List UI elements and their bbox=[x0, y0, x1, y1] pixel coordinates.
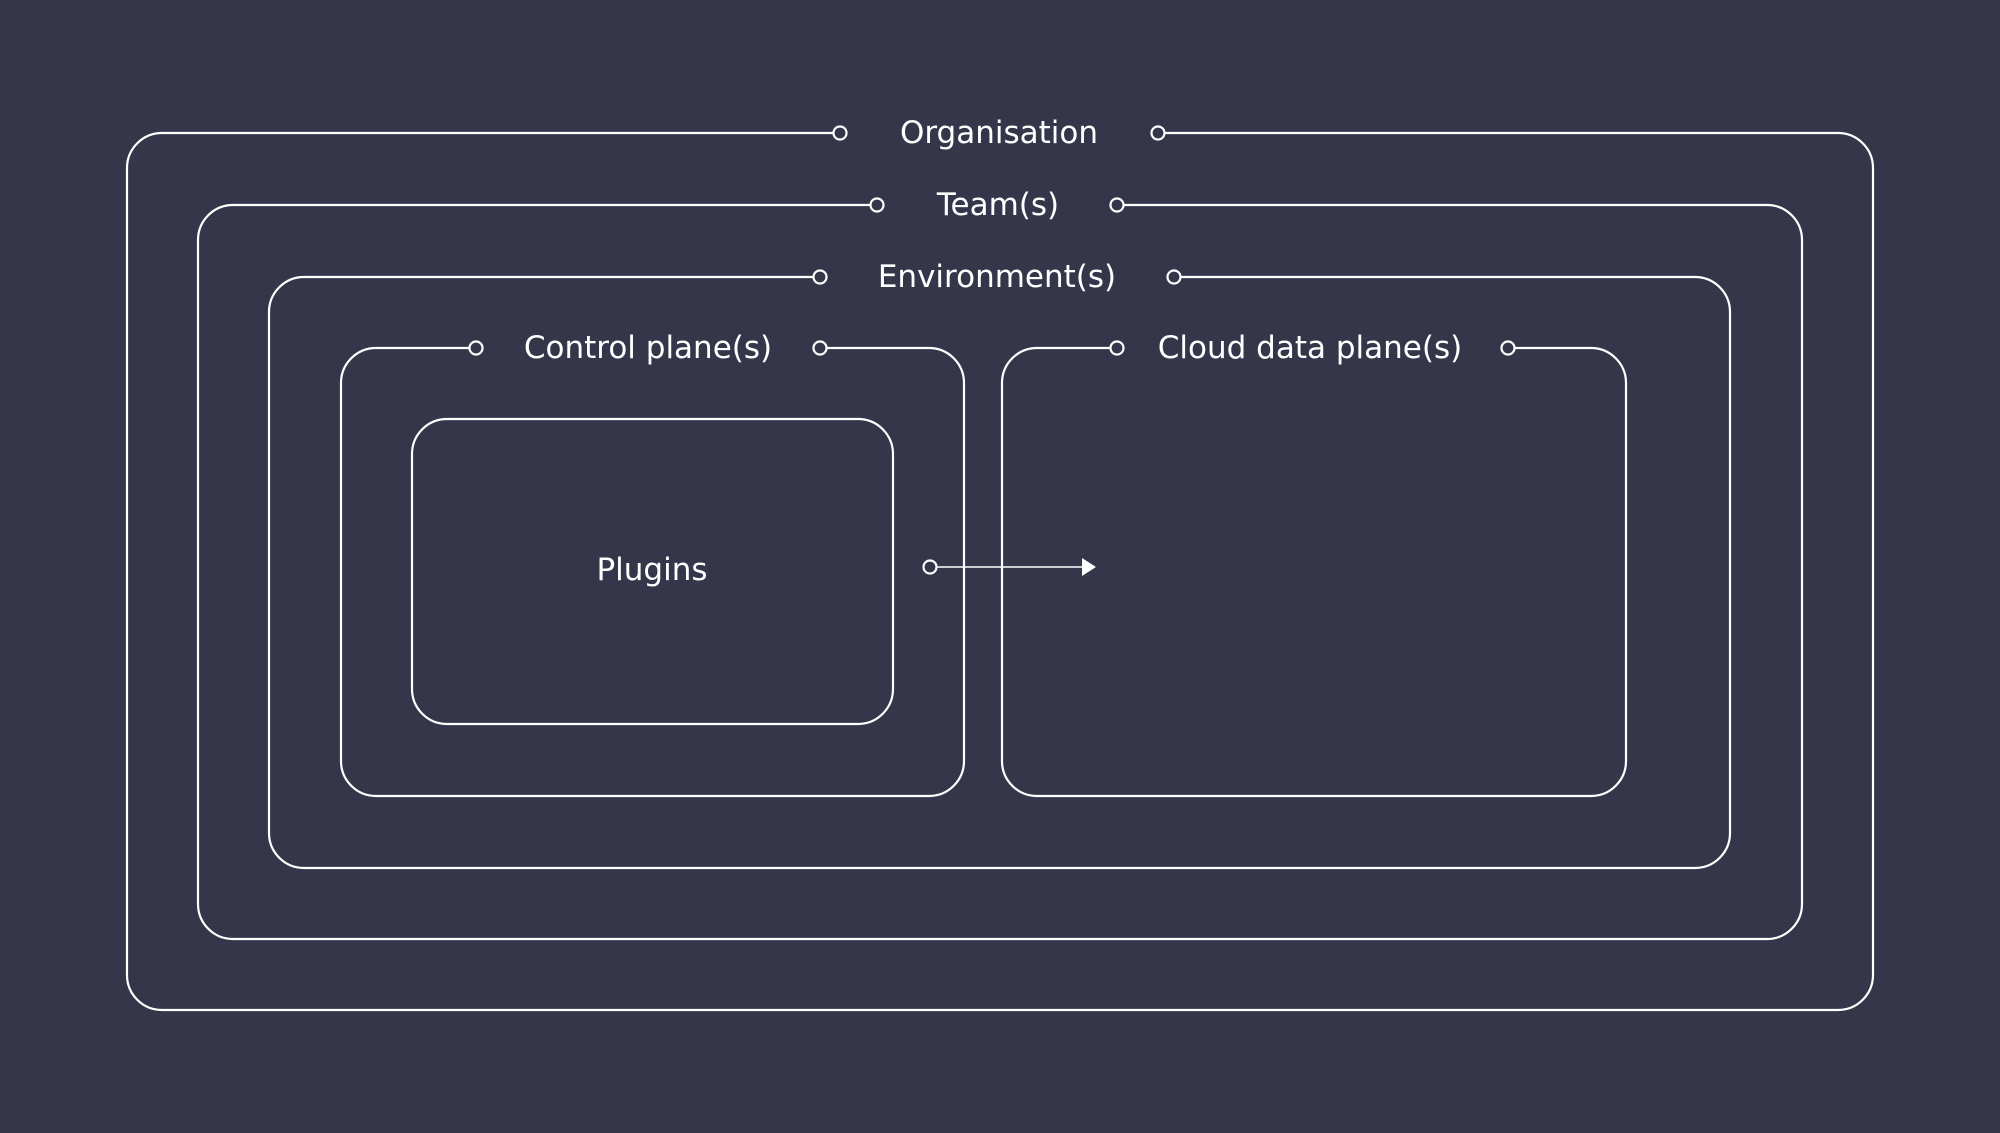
environments-right-node bbox=[1166, 269, 1182, 285]
cloud-data-planes-label: Cloud data plane(s) bbox=[1158, 330, 1462, 366]
edge-source-node bbox=[922, 559, 938, 575]
control-planes-label: Control plane(s) bbox=[524, 330, 772, 366]
organisation-label: Organisation bbox=[900, 115, 1098, 151]
cloud-data-planes-right-node bbox=[1500, 340, 1516, 356]
organisation-frame bbox=[125, 131, 1875, 1012]
environments-container: Environment(s) bbox=[267, 259, 1732, 870]
plugins-to-cloud-data-planes-edge bbox=[922, 558, 1096, 576]
environments-left-node bbox=[812, 269, 828, 285]
teams-right-node bbox=[1109, 197, 1125, 213]
organisation-right-node bbox=[1150, 125, 1166, 141]
organisation-container: Organisation bbox=[125, 115, 1875, 1012]
cloud-data-planes-left-node bbox=[1109, 340, 1125, 356]
plugins-label: Plugins bbox=[596, 552, 707, 588]
teams-container: Team(s) bbox=[196, 187, 1804, 941]
cloud-data-planes-frame bbox=[1000, 346, 1628, 798]
organisation-left-node bbox=[832, 125, 848, 141]
environments-frame bbox=[267, 275, 1732, 870]
teams-left-node bbox=[869, 197, 885, 213]
plugins-container: Plugins bbox=[410, 417, 895, 726]
arrowhead-icon bbox=[1082, 558, 1096, 576]
control-planes-container: Control plane(s) bbox=[339, 330, 966, 798]
control-planes-left-node bbox=[468, 340, 484, 356]
teams-label: Team(s) bbox=[936, 187, 1059, 223]
teams-frame bbox=[196, 203, 1804, 941]
cloud-data-planes-container: Cloud data plane(s) bbox=[1000, 330, 1628, 798]
plugins-frame bbox=[410, 417, 895, 726]
control-planes-right-node bbox=[812, 340, 828, 356]
environments-label: Environment(s) bbox=[878, 259, 1116, 295]
control-planes-frame bbox=[339, 346, 966, 798]
